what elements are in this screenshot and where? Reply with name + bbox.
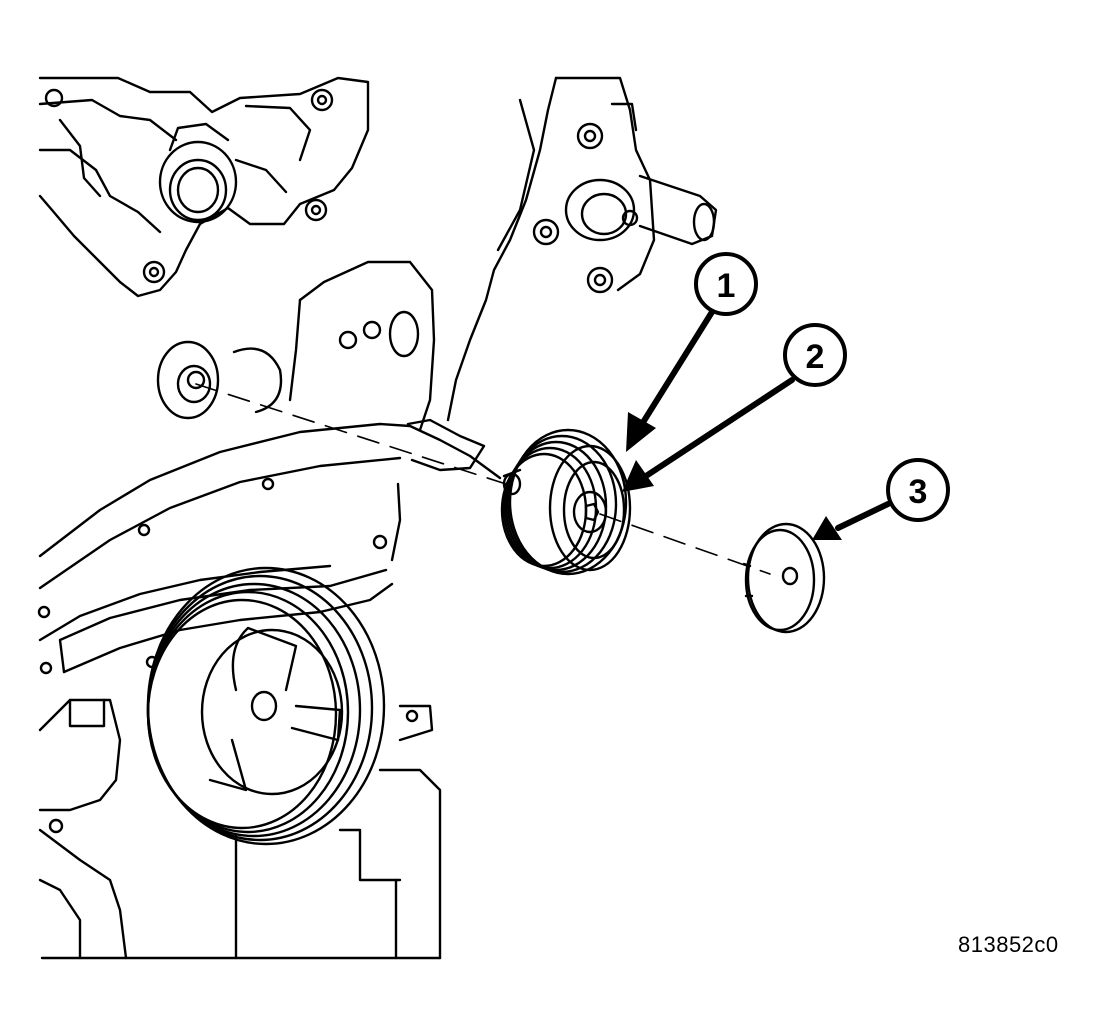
upper-right-housing [446, 76, 718, 422]
pulley-bolt [572, 490, 608, 534]
idler-pulley [500, 428, 632, 576]
callout-3: 3 [886, 458, 950, 522]
lower-engine-block [38, 698, 442, 960]
callout-3-arrowhead [812, 516, 842, 540]
callout-3-label: 3 [909, 473, 928, 511]
callout-1-arrowhead [626, 412, 656, 452]
callout-3-leader [835, 501, 891, 531]
figure-id: 813852c0 [958, 932, 1059, 957]
callout-1-label: 1 [717, 267, 736, 305]
callout-2-leader [643, 377, 795, 479]
dust-cap [742, 522, 826, 634]
callout-1-leader [639, 309, 715, 427]
callout-1: 1 [694, 252, 758, 316]
crankshaft-pulley [146, 566, 386, 846]
engine-front-cover [37, 260, 502, 675]
callout-2-label: 2 [806, 338, 825, 376]
callout-2-arrowhead [622, 460, 654, 492]
assembly-axis [195, 383, 771, 575]
callout-2: 2 [783, 323, 847, 387]
upper-left-housing [38, 76, 370, 298]
